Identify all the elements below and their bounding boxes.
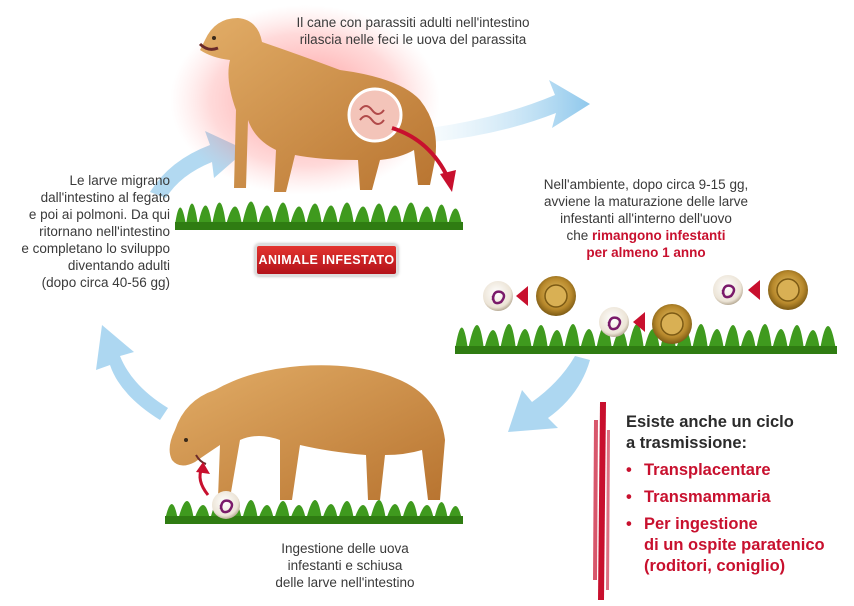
step-right-highlight: per almeno 1 anno bbox=[516, 244, 776, 261]
red-brush-stroke bbox=[593, 402, 610, 600]
ingesting-dog-illustration bbox=[170, 365, 445, 500]
step-left-line: e poi ai polmoni. Da qui bbox=[8, 206, 170, 223]
grass-top bbox=[175, 202, 463, 231]
larva-egg-icon bbox=[713, 275, 743, 305]
bullet: • bbox=[626, 460, 644, 481]
transmission-item-label: di un ospite paratenico bbox=[644, 535, 825, 556]
step-top-text: Il cane con parassiti adulti nell'intest… bbox=[268, 14, 558, 48]
transmission-item-label: Transplacentare bbox=[644, 460, 771, 481]
step-left-line: ritornano nell'intestino bbox=[8, 223, 170, 240]
step-right-line: avviene la maturazione delle larve bbox=[516, 193, 776, 210]
transmission-item: • Transmammaria bbox=[626, 487, 848, 508]
cycle-arrow-right-down bbox=[508, 356, 590, 432]
step-left-line: Le larve migrano bbox=[8, 172, 170, 189]
step-right-prefix: che bbox=[566, 228, 592, 243]
transmission-box: Esiste anche un ciclo a trasmissione: • … bbox=[626, 412, 848, 577]
step-top-line: rilascia nelle feci le uova del parassit… bbox=[268, 31, 558, 48]
larva-egg-icon bbox=[599, 307, 629, 337]
step-left-line: e completano lo sviluppo bbox=[8, 240, 170, 257]
transmission-item-text: Per ingestione di un ospite paratenico (… bbox=[644, 514, 825, 577]
larva-egg-icon bbox=[483, 281, 513, 311]
grass-bottom bbox=[165, 491, 463, 524]
step-right-highlight: rimangono infestanti bbox=[592, 228, 726, 243]
infested-animal-badge: ANIMALE INFESTATO bbox=[255, 244, 398, 276]
step-right-line: Nell'ambiente, dopo circa 9-15 gg, bbox=[516, 176, 776, 193]
step-right-text: Nell'ambiente, dopo circa 9-15 gg, avvie… bbox=[516, 176, 776, 261]
step-left-line: diventando adulti bbox=[8, 257, 170, 274]
step-bottom-line: infestanti e schiusa bbox=[250, 557, 440, 574]
step-right-line: che rimangono infestanti bbox=[516, 227, 776, 244]
cycle-arrow-top-right bbox=[430, 80, 590, 142]
bullet: • bbox=[626, 514, 644, 577]
transmission-item: • Transplacentare bbox=[626, 460, 848, 481]
step-left-line: (dopo circa 40-56 gg) bbox=[8, 274, 170, 291]
transmission-item-label: Transmammaria bbox=[644, 487, 771, 508]
step-left-text: Le larve migrano dall'intestino al fegat… bbox=[8, 172, 170, 291]
grass-eggs bbox=[455, 270, 837, 354]
transmission-title-line: Esiste anche un ciclo bbox=[626, 412, 848, 433]
transmission-item: • Per ingestione di un ospite paratenico… bbox=[626, 514, 848, 577]
step-bottom-text: Ingestione delle uova infestanti e schiu… bbox=[250, 540, 440, 591]
transmission-title: Esiste anche un ciclo a trasmissione: bbox=[626, 412, 848, 454]
bullet: • bbox=[626, 487, 644, 508]
step-top-line: Il cane con parassiti adulti nell'intest… bbox=[268, 14, 558, 31]
step-bottom-line: Ingestione delle uova bbox=[250, 540, 440, 557]
step-left-line: dall'intestino al fegato bbox=[8, 189, 170, 206]
transmission-item-label: (roditori, coniglio) bbox=[644, 556, 825, 577]
larva-egg-icon bbox=[212, 491, 240, 519]
intestine-magnifier-icon bbox=[349, 89, 401, 141]
cycle-arrow-bottom-left bbox=[96, 325, 168, 420]
step-right-line: infestanti all'interno dell'uovo bbox=[516, 210, 776, 227]
transmission-item-label: Per ingestione bbox=[644, 514, 825, 535]
step-bottom-line: delle larve nell'intestino bbox=[250, 574, 440, 591]
transmission-title-line: a trasmissione: bbox=[626, 433, 848, 454]
